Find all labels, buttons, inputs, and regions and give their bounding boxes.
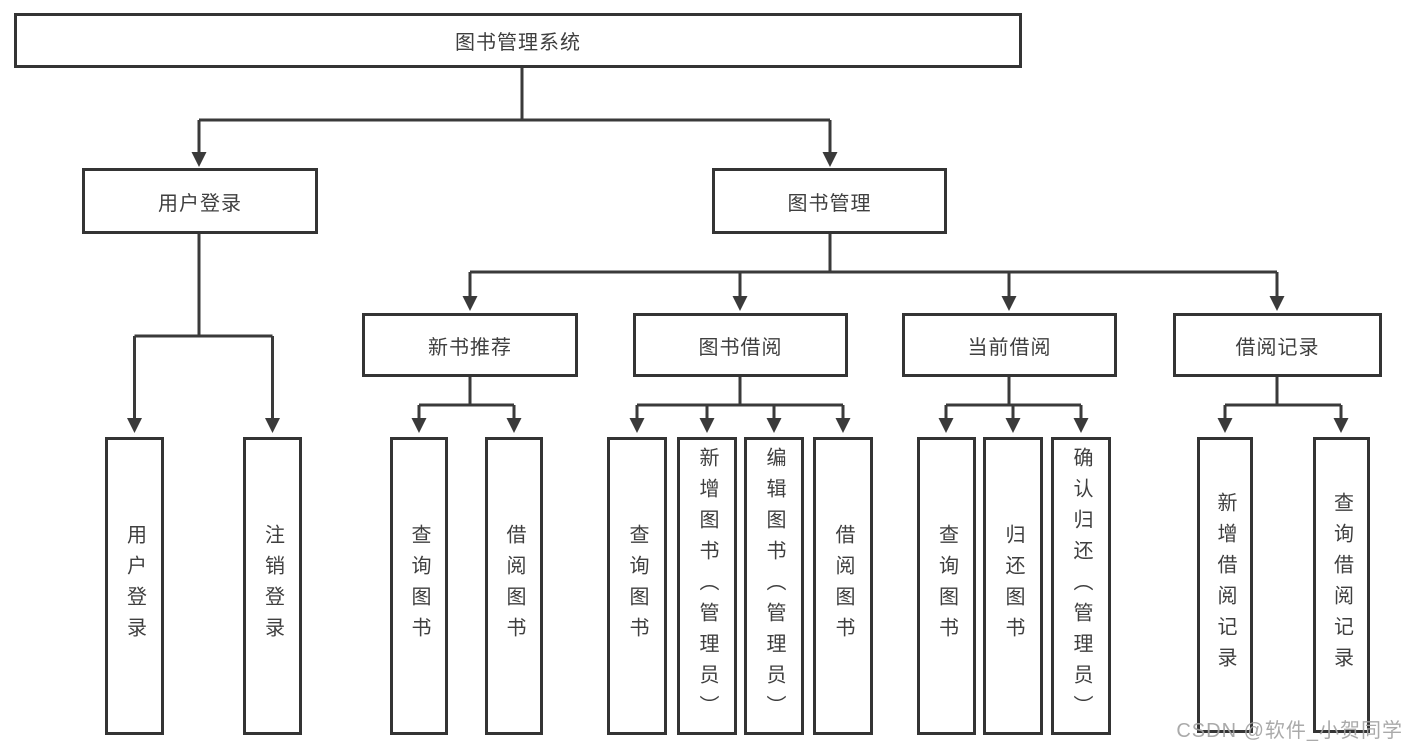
node-book-management: 图书管理: [712, 168, 947, 234]
node-book-borrow: 图书借阅: [633, 313, 848, 377]
node-borrow-records: 借阅记录: [1173, 313, 1382, 377]
leaf-edit-book-admin: 编辑图书（管理员）: [744, 437, 804, 735]
leaf-query-books-current: 查询图书: [917, 437, 976, 735]
leaf-add-borrow-record: 新增借阅记录: [1197, 437, 1253, 733]
leaf-add-book-admin: 新增图书（管理员）: [677, 437, 737, 735]
leaf-logout: 注销登录: [243, 437, 302, 735]
node-root-system: 图书管理系统: [14, 13, 1022, 68]
node-new-book-recommend: 新书推荐: [362, 313, 578, 377]
leaf-user-login: 用户登录: [105, 437, 164, 735]
leaf-query-borrow-record: 查询借阅记录: [1313, 437, 1370, 733]
leaf-borrow-books-recommend: 借阅图书: [485, 437, 543, 735]
csdn-watermark: CSDN @软件_小贺同学: [1176, 720, 1403, 742]
leaf-return-books: 归还图书: [983, 437, 1043, 735]
leaf-borrow-books: 借阅图书: [813, 437, 873, 735]
leaf-confirm-return-admin: 确认归还（管理员）: [1051, 437, 1111, 735]
node-user-login: 用户登录: [82, 168, 318, 234]
leaf-query-books-borrow: 查询图书: [607, 437, 667, 735]
node-current-borrow: 当前借阅: [902, 313, 1117, 377]
leaf-query-books-recommend: 查询图书: [390, 437, 448, 735]
